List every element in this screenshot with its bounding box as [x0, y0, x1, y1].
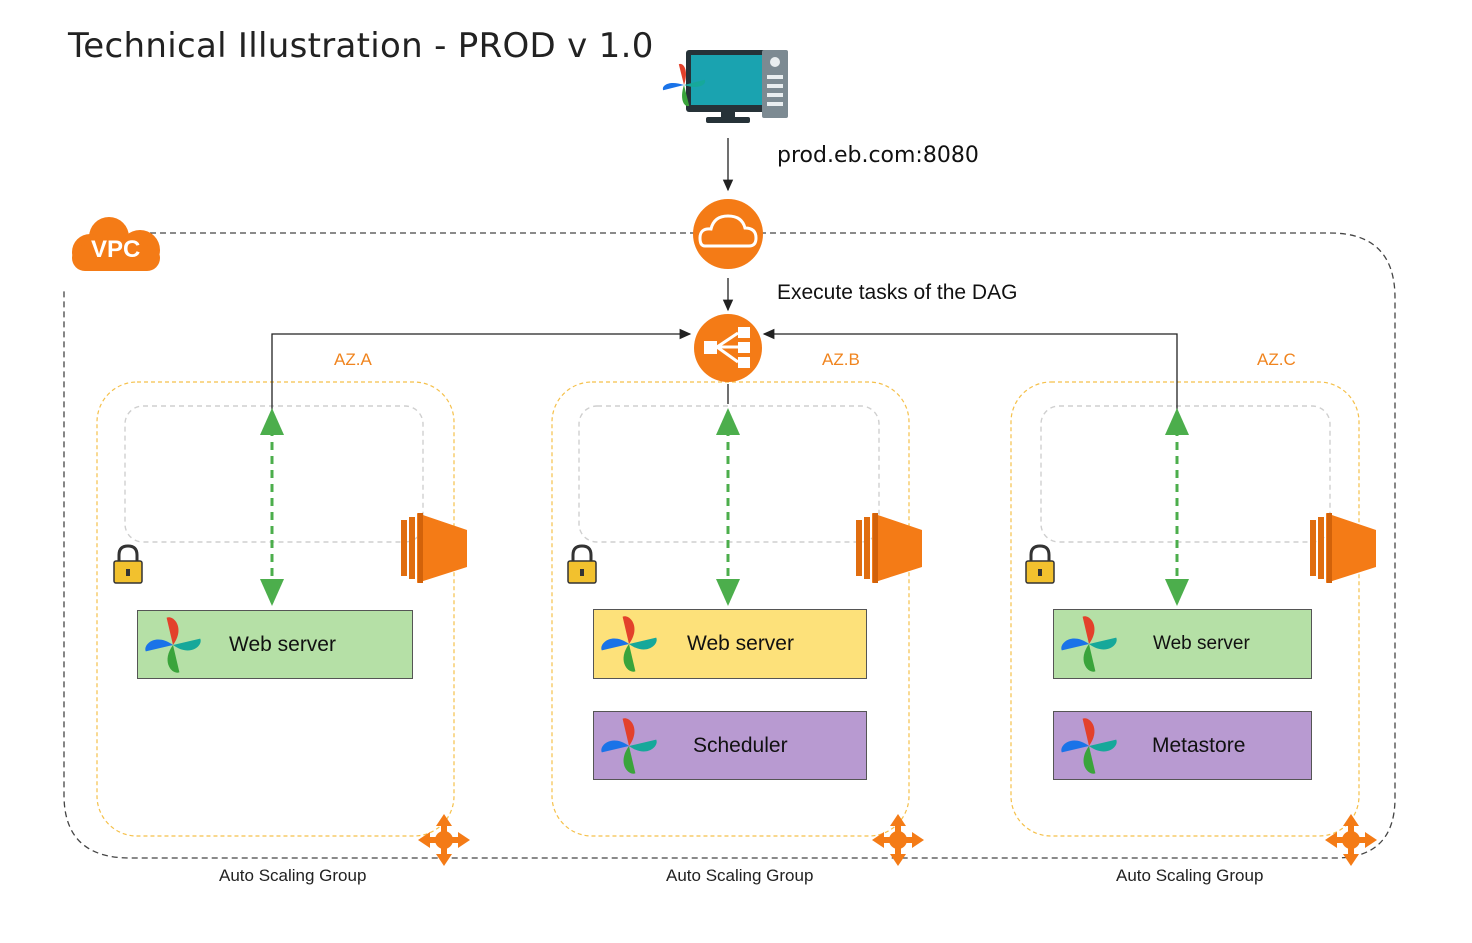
load-balancer-icon [694, 314, 762, 382]
az-b-label: AZ.B [822, 350, 860, 369]
az-a-label: AZ.A [334, 350, 372, 369]
az-a-to-lb-connector [271, 328, 692, 410]
vpc-label: VPC [91, 236, 141, 263]
service-label: Web server [229, 632, 336, 656]
scheduler-node[interactable]: Scheduler [593, 711, 867, 780]
subnet-c [1040, 405, 1331, 543]
vpc-cloud-icon [72, 217, 160, 271]
lb-description-label: Execute tasks of the DAG [777, 281, 1018, 304]
service-label: Scheduler [693, 733, 788, 757]
az-c-label: AZ.C [1257, 350, 1296, 369]
padlock-icon [113, 544, 143, 584]
ec2-instance-icon [856, 513, 922, 583]
page-title: Technical Illustration - PROD v 1.0 [68, 26, 654, 66]
az-c-boundary [1010, 381, 1360, 837]
airflow-pinwheel-icon [601, 718, 657, 774]
desktop-computer-icon [662, 50, 788, 123]
airflow-pinwheel-icon [601, 616, 657, 672]
ec2-instance-icon [1310, 513, 1376, 583]
padlock-icon [1025, 544, 1055, 584]
airflow-pinwheel-icon [1061, 718, 1117, 774]
service-label: Metastore [1152, 733, 1246, 757]
web-server-node[interactable]: Web server [1053, 609, 1312, 679]
service-label: Web server [1153, 633, 1250, 654]
auto-scaling-icon [418, 814, 470, 866]
az-b-boundary [551, 381, 910, 837]
cloud-icon [693, 199, 763, 269]
auto-scaling-group-label: Auto Scaling Group [1116, 866, 1264, 885]
vpc-boundary [63, 232, 1396, 859]
auto-scaling-group-label: Auto Scaling Group [219, 866, 367, 885]
service-label: Web server [687, 632, 794, 655]
metastore-node[interactable]: Metastore [1053, 711, 1312, 780]
client-url-label: prod.eb.com:8080 [777, 143, 979, 168]
airflow-pinwheel-icon [145, 617, 201, 673]
auto-scaling-group-label: Auto Scaling Group [666, 866, 814, 885]
ec2-instance-icon [401, 513, 467, 583]
airflow-pinwheel-icon [1061, 616, 1117, 672]
padlock-icon [567, 544, 597, 584]
az-a-boundary [96, 381, 455, 837]
web-server-node[interactable]: Web server [137, 610, 413, 679]
az-c-to-lb-connector [762, 328, 1178, 410]
web-server-node[interactable]: Web server [593, 609, 867, 679]
subnet-a [124, 405, 424, 543]
auto-scaling-icon [872, 814, 924, 866]
auto-scaling-icon [1325, 814, 1377, 866]
